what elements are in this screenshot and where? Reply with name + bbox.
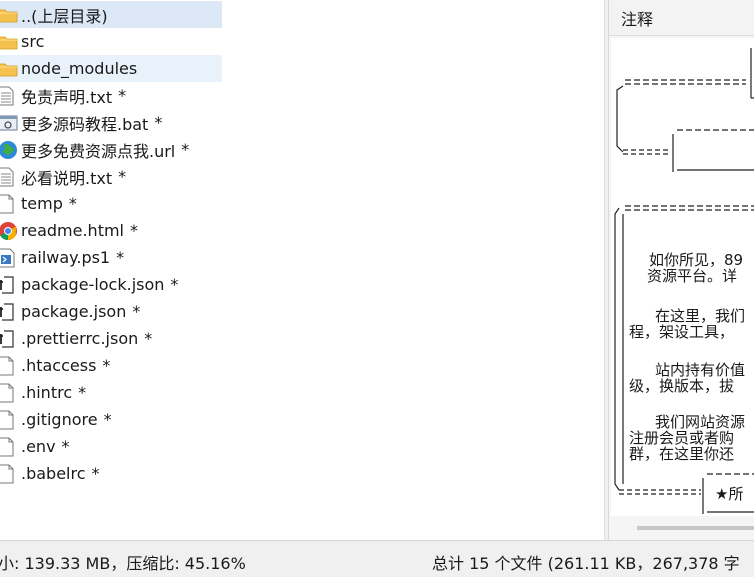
comment-line: 我们网站资源 xyxy=(655,413,746,431)
file-row[interactable]: node_modules xyxy=(0,55,222,82)
batch-file-icon xyxy=(0,113,18,133)
script-file-icon xyxy=(0,248,18,268)
blank-file-icon xyxy=(0,410,18,430)
file-name: temp xyxy=(21,194,63,213)
modified-marker: * xyxy=(154,113,163,132)
file-name: .gitignore xyxy=(21,410,98,429)
file-name: .env xyxy=(21,437,56,456)
modified-marker: * xyxy=(78,383,87,402)
modified-marker: * xyxy=(103,410,112,429)
comment-line: 程，架设工具， xyxy=(629,323,735,341)
comment-line: 群，在这里你还 xyxy=(629,445,735,463)
file-name: railway.ps1 xyxy=(21,248,111,267)
modified-marker: * xyxy=(116,248,125,267)
file-row[interactable]: 免责声明.txt * xyxy=(0,82,222,109)
globe-icon xyxy=(0,140,18,160)
file-row[interactable]: 更多免费资源点我.url * xyxy=(0,136,222,163)
text-file-icon xyxy=(0,167,18,187)
file-row[interactable]: readme.html * xyxy=(0,217,222,244)
file-name: 更多免费资源点我.url xyxy=(21,141,176,161)
comment-line: 站内持有价值 xyxy=(655,361,746,379)
status-size-ratio: 小: 139.33 MB，压缩比: 45.16% xyxy=(0,554,246,573)
ascii-frame-art xyxy=(614,48,754,514)
pane-splitter[interactable] xyxy=(604,0,609,540)
modified-marker: * xyxy=(118,167,127,186)
status-total-files: 总计 15 个文件 (261.11 KB，267,378 字 xyxy=(432,554,740,573)
file-row[interactable]: .gitignore * xyxy=(0,406,222,433)
file-row[interactable]: package.json * xyxy=(0,298,222,325)
modified-marker: * xyxy=(181,140,190,159)
modified-marker: * xyxy=(102,356,111,375)
comment-header: 注释 xyxy=(609,0,754,36)
modified-marker: * xyxy=(118,86,127,105)
modified-marker: * xyxy=(68,194,77,213)
comment-line: 在这里，我们 xyxy=(655,307,746,325)
json-file-icon xyxy=(0,275,18,295)
file-row[interactable]: 必看说明.txt * xyxy=(0,163,222,190)
comment-scrollbar[interactable] xyxy=(637,526,754,530)
blank-file-icon xyxy=(0,464,18,484)
file-name: .hintrc xyxy=(21,383,73,402)
modified-marker: * xyxy=(132,302,141,321)
modified-marker: * xyxy=(61,437,70,456)
comment-line: 级，换版本，拔 xyxy=(629,377,735,395)
file-row[interactable]: src xyxy=(0,28,222,55)
comment-line: 如你所见，89 xyxy=(649,251,744,269)
file-row[interactable]: .prettierrc.json * xyxy=(0,325,222,352)
comment-body[interactable]: 如你所见，89 资源平台。详 在这里，我们 程，架设工具， 站内持有价值 级，换… xyxy=(611,38,754,516)
file-name: 更多源码教程.bat xyxy=(21,114,149,134)
file-name: node_modules xyxy=(21,59,138,78)
status-bar: 小: 139.33 MB，压缩比: 45.16% 总计 15 个文件 (261.… xyxy=(0,540,754,577)
file-name: .babelrc xyxy=(21,464,86,483)
json-file-icon xyxy=(0,302,18,322)
blank-file-icon xyxy=(0,383,18,403)
folder-up-icon xyxy=(0,5,18,25)
file-name: .htaccess xyxy=(21,356,97,375)
file-row[interactable]: temp * xyxy=(0,190,222,217)
file-row[interactable]: ..(上层目录) xyxy=(0,1,222,28)
json-file-icon xyxy=(0,329,18,349)
folder-icon xyxy=(0,32,18,52)
file-row[interactable]: .htaccess * xyxy=(0,352,222,379)
comment-line: 资源平台。详 xyxy=(647,267,738,285)
folder-icon xyxy=(0,59,18,79)
text-file-icon xyxy=(0,86,18,106)
comment-pane: 注释 xyxy=(608,0,754,540)
file-row[interactable]: railway.ps1 * xyxy=(0,244,222,271)
file-row[interactable]: .babelrc * xyxy=(0,460,222,487)
file-name: ..(上层目录) xyxy=(21,6,108,26)
file-name: 必看说明.txt xyxy=(21,168,113,188)
blank-file-icon xyxy=(0,356,18,376)
comment-title: 注释 xyxy=(621,9,654,29)
modified-marker: * xyxy=(130,221,138,240)
file-row[interactable]: .env * xyxy=(0,433,222,460)
file-row[interactable]: .hintrc * xyxy=(0,379,222,406)
modified-marker: * xyxy=(144,329,153,348)
file-name: package.json xyxy=(21,302,127,321)
file-name: readme.html xyxy=(21,221,124,240)
file-name: src xyxy=(21,32,45,51)
modified-marker: * xyxy=(170,275,179,294)
file-name: package-lock.json xyxy=(21,275,165,294)
blank-file-icon xyxy=(0,194,18,214)
chrome-icon xyxy=(0,221,18,241)
comment-line: 注册会员或者购 xyxy=(629,429,735,447)
blank-file-icon xyxy=(0,437,18,457)
file-name: .prettierrc.json xyxy=(21,329,139,348)
file-row[interactable]: package-lock.json * xyxy=(0,271,222,298)
comment-line: ★所 xyxy=(715,485,744,503)
modified-marker: * xyxy=(91,464,100,483)
file-name: 免责声明.txt xyxy=(21,87,113,107)
file-row[interactable]: 更多源码教程.bat * xyxy=(0,109,222,136)
